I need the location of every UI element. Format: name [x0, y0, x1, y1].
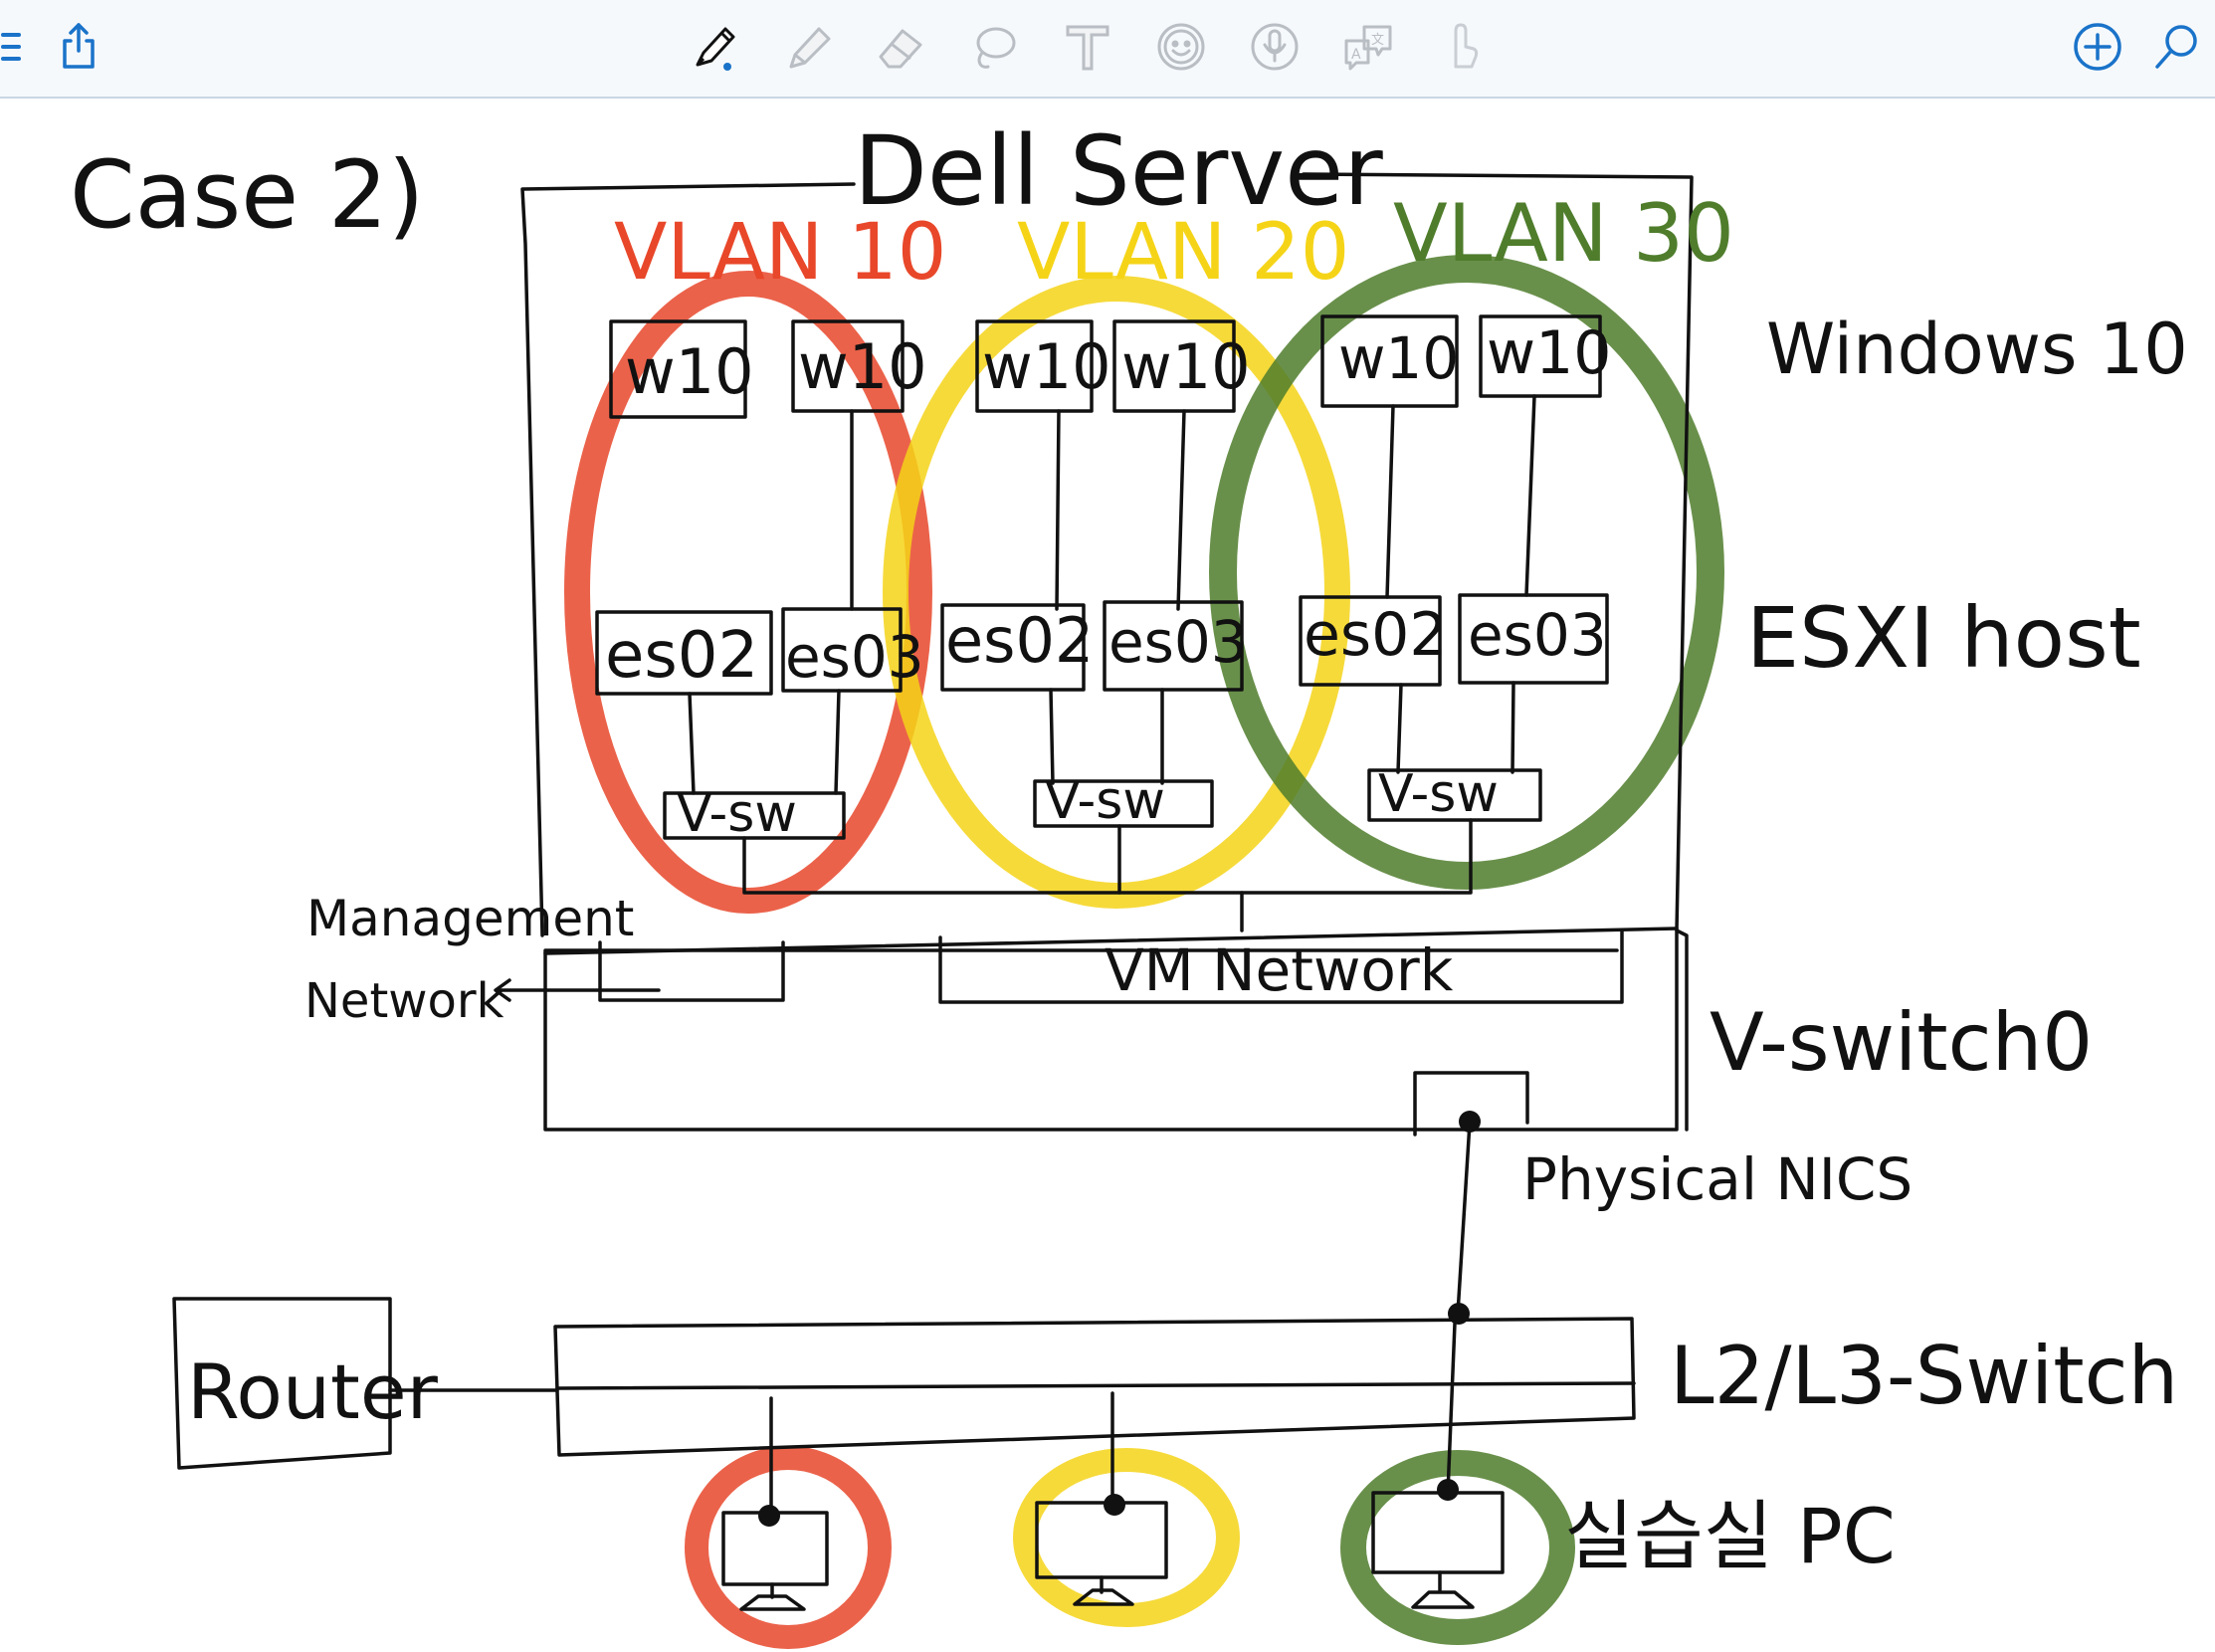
windows-label: Windows 10 [1766, 309, 2188, 390]
vm-label: w10 [798, 330, 927, 403]
pc-stand [739, 1582, 806, 1611]
pc3-highlight [1340, 1450, 1575, 1645]
vsw-box [1033, 779, 1214, 828]
junction-dot [1448, 1303, 1470, 1325]
pc-link [1446, 1322, 1457, 1495]
add-page-icon[interactable] [2065, 14, 2130, 80]
management-portgroup [598, 940, 785, 1002]
vm-box [1479, 314, 1602, 398]
svg-text:A: A [1351, 47, 1361, 63]
sticker-icon[interactable] [1148, 14, 1214, 80]
link-line [1510, 681, 1515, 774]
pc-monitor [1035, 1501, 1168, 1579]
vm-network-portgroup [938, 929, 1624, 1004]
vlan30-highlight [1209, 255, 1724, 890]
vm-box [791, 319, 905, 413]
nic-box [1413, 1071, 1529, 1136]
junction-dot [1459, 1111, 1481, 1133]
menu-icon[interactable] [0, 14, 52, 80]
management-label: Management [306, 890, 634, 947]
vlan20-label: VLAN 20 [1017, 208, 1349, 298]
link-line [688, 692, 696, 795]
esxi-box [940, 603, 1086, 692]
vm-network-label: VM Network [1105, 936, 1454, 1004]
uplink-line [1456, 1121, 1472, 1316]
text-icon[interactable] [1055, 14, 1120, 80]
vlan10-highlight [564, 271, 932, 914]
vm-label: w10 [1487, 318, 1611, 388]
vswitch0-label: V-switch0 [1710, 996, 2093, 1089]
pc-stand [1073, 1575, 1134, 1606]
finger-icon[interactable] [1429, 14, 1495, 80]
esxi-box [595, 610, 773, 696]
server-frame [520, 172, 1694, 937]
l2l3-switch-mid [555, 1381, 1636, 1390]
junction-dot [758, 1505, 780, 1527]
l2l3-label: L2/L3-Switch [1670, 1330, 2178, 1422]
highlighter-icon[interactable] [774, 14, 840, 80]
svg-text:文: 文 [1371, 33, 1384, 48]
router-label: Router [187, 1347, 439, 1436]
host-label: es03 [785, 623, 924, 691]
host-label: es02 [1304, 600, 1448, 670]
pc-stand [1411, 1570, 1475, 1609]
pen-icon[interactable] [681, 14, 746, 80]
vm-box [609, 319, 747, 419]
link-line [1176, 409, 1186, 611]
link-line [1385, 404, 1395, 599]
vm-box [975, 319, 1094, 413]
host-label: es02 [605, 619, 758, 693]
vm-label: w10 [1338, 324, 1459, 392]
pc-label: 실습실 PC [1564, 1492, 1896, 1580]
esxi-box [1103, 600, 1244, 692]
server-title: Dell Server [854, 115, 1383, 227]
vm-box [1320, 314, 1459, 408]
router-box [172, 1297, 392, 1470]
vlan20-highlight [883, 276, 1350, 909]
vm-label: w10 [625, 335, 754, 408]
esxi-label: ESXI host [1746, 589, 2141, 687]
junction-dot [1104, 1494, 1125, 1516]
l2l3-switch [553, 1317, 1636, 1457]
host-label: es03 [1468, 601, 1607, 669]
vlan30-label: VLAN 30 [1393, 187, 1734, 280]
link-line [1396, 683, 1403, 774]
vsw-box [663, 791, 846, 840]
host-label: es03 [1108, 608, 1248, 676]
pc2-highlight [1013, 1448, 1240, 1627]
link-line [1049, 688, 1055, 785]
link-line [834, 689, 841, 795]
microphone-icon[interactable] [1242, 14, 1308, 80]
eraser-icon[interactable] [868, 14, 933, 80]
link-line [1524, 394, 1536, 597]
esxi-box [781, 607, 903, 693]
search-icon[interactable] [2144, 14, 2210, 80]
trunk-line [742, 818, 1473, 895]
management-arrow-head [494, 978, 511, 1002]
network-label: Network [304, 973, 504, 1029]
vsw-box [1367, 768, 1542, 822]
lasso-icon[interactable] [961, 14, 1027, 80]
vm-box [1112, 319, 1236, 413]
vsw-label: V-sw [1378, 764, 1499, 824]
esxi-box [1458, 593, 1609, 685]
junction-dot [1437, 1479, 1459, 1501]
vsw-label: V-sw [677, 784, 797, 844]
case-label: Case 2) [70, 141, 424, 250]
pc1-highlight [685, 1446, 892, 1649]
diagram-canvas: Case 2) Dell Server VLAN 10 VLAN 20 VLAN… [70, 115, 2188, 1649]
vsw-label: V-sw [1045, 771, 1165, 831]
host-label: es02 [945, 604, 1094, 677]
vlan10-label: VLAN 10 [614, 208, 946, 298]
vm-label: w10 [1121, 330, 1251, 403]
link-line [1055, 409, 1061, 611]
pc-monitor [1371, 1491, 1505, 1574]
esxi-box [1299, 595, 1442, 687]
vswitch0-top [543, 927, 1679, 955]
nics-label: Physical NICS [1522, 1145, 1913, 1213]
vm-label: w10 [982, 330, 1111, 403]
share-icon[interactable] [46, 14, 111, 80]
